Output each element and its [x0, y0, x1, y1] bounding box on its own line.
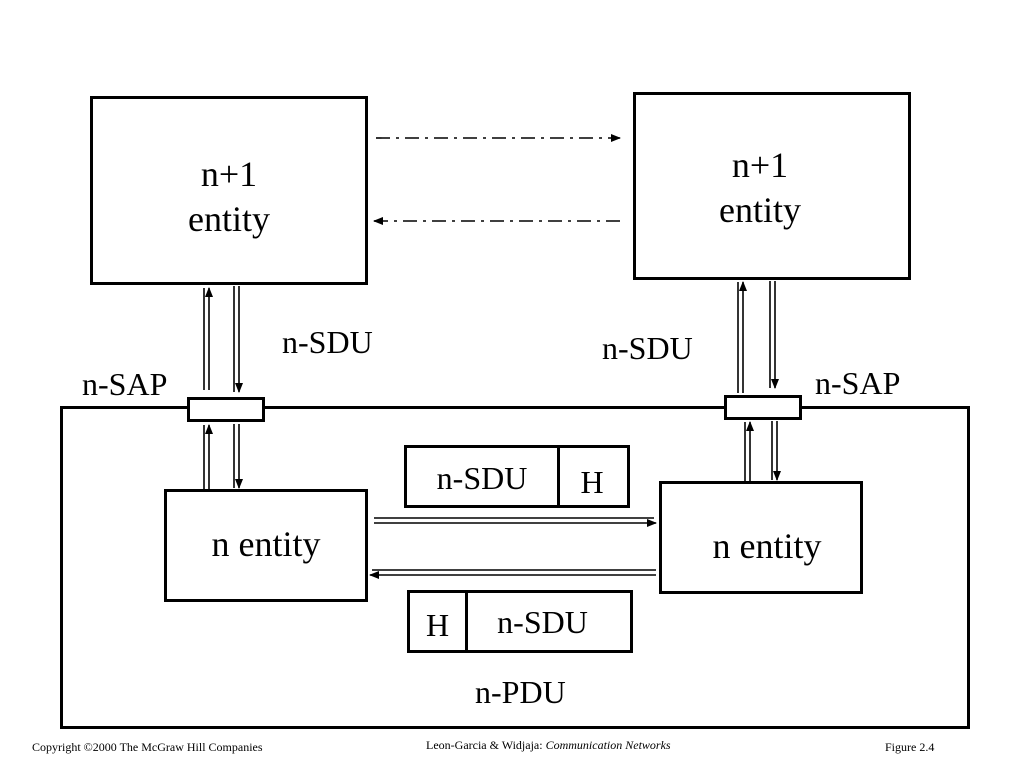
sap-right-box	[724, 395, 802, 420]
sap-label-left: n-SAP	[82, 366, 168, 402]
upper-left-entity-line1: n+1	[200, 154, 258, 194]
sap-left-box	[187, 397, 265, 422]
upper-right-entity-line1: n+1	[731, 145, 789, 185]
pdu-top-header-box	[557, 445, 630, 508]
sap-label-right: n-SAP	[815, 365, 901, 401]
footer-book: Communication Networks	[545, 738, 671, 752]
upper-left-entity-line2: entity	[188, 199, 270, 239]
lower-right-entity-label: n entity	[712, 526, 822, 566]
pdu-top-header-label: H	[580, 464, 604, 500]
upper-left-entity-label: n+1 entity	[90, 152, 368, 242]
lower-right-entity-box	[659, 481, 863, 594]
lower-left-entity-box	[164, 489, 368, 602]
pdu-bottom-sdu-label: n-SDU	[497, 604, 588, 640]
upper-left-entity-box	[90, 96, 368, 285]
pdu-top-sdu-box	[404, 445, 560, 508]
pdu-bottom-header-box	[407, 590, 468, 653]
upper-right-entity-box	[633, 92, 911, 280]
sdu-label-right: n-SDU	[602, 330, 693, 366]
pdu-bottom-sdu-box	[465, 590, 633, 653]
upper-right-entity-label: n+1 entity	[621, 143, 899, 233]
upper-right-entity-line2: entity	[719, 190, 801, 230]
footer-citation: Leon-Garcia & Widjaja: Communication Net…	[426, 738, 671, 753]
pdu-bottom-header-label: H	[425, 607, 450, 643]
footer-copyright: Copyright ©2000 The McGraw Hill Companie…	[32, 740, 263, 754]
footer-authors: Leon-Garcia & Widjaja:	[426, 738, 543, 752]
pdu-label: n-PDU	[475, 674, 566, 710]
sdu-label-left: n-SDU	[282, 324, 373, 360]
lower-left-entity-label: n entity	[211, 524, 321, 564]
footer-figure: Figure 2.4	[885, 740, 935, 754]
pdu-top-sdu-label: n-SDU	[436, 460, 528, 496]
